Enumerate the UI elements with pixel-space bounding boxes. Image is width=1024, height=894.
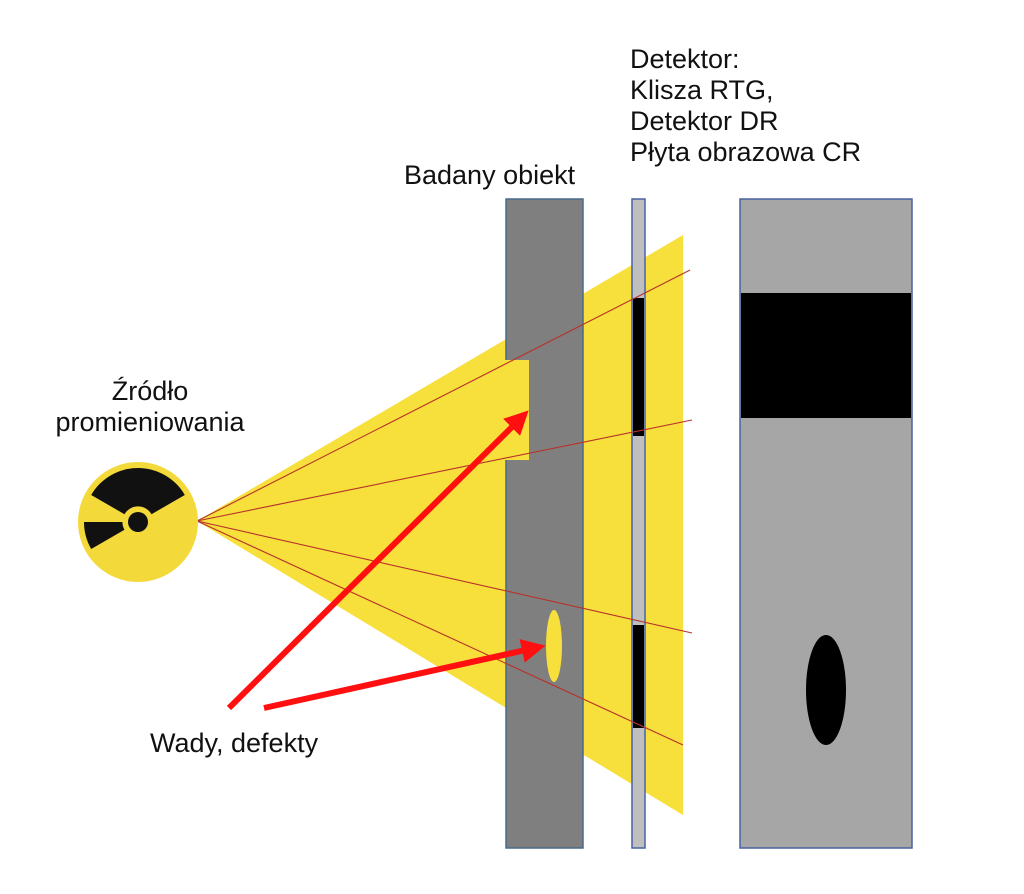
detector-strip [631, 198, 646, 849]
radiograph-void-shadow [806, 635, 846, 745]
trefoil-blade [138, 468, 185, 515]
source-label-line: promieniowania [55, 407, 245, 437]
detector-label: Detektor: Klisza RTG, Detektor DR Płyta … [630, 44, 861, 168]
surface-notch-defect [505, 360, 529, 460]
ray [196, 269, 691, 522]
detector-label-line: Płyta obrazowa CR [630, 137, 862, 167]
detector-label-line: Klisza RTG, [630, 75, 774, 105]
radiograph-image [739, 198, 913, 849]
ray [196, 520, 684, 746]
trefoil-blade [91, 468, 138, 515]
detector-label-line: Detektor: [630, 44, 740, 74]
detector-shadow-lower [633, 625, 644, 728]
defects-label: Wady, defekty [150, 728, 319, 758]
radiograph-notch-shadow [741, 293, 911, 418]
object-label: Badany obiekt [404, 160, 576, 190]
arrow-to-void [263, 639, 546, 711]
ray [196, 419, 693, 522]
ray [196, 520, 693, 634]
object-slab [505, 198, 584, 849]
arrow-to-notch [226, 410, 529, 711]
trefoil-blade [83, 522, 125, 549]
detector-label-line: Detektor DR [630, 106, 779, 136]
trefoil-center [128, 512, 148, 532]
rays [196, 269, 693, 746]
source-label-line: Źródło [111, 376, 189, 406]
source-label: Źródło promieniowania [30, 376, 270, 438]
radiation-trefoil-icon [78, 462, 198, 582]
internal-void-defect [546, 610, 562, 682]
detector-shadow-upper [633, 298, 644, 436]
examined-object [505, 198, 584, 849]
